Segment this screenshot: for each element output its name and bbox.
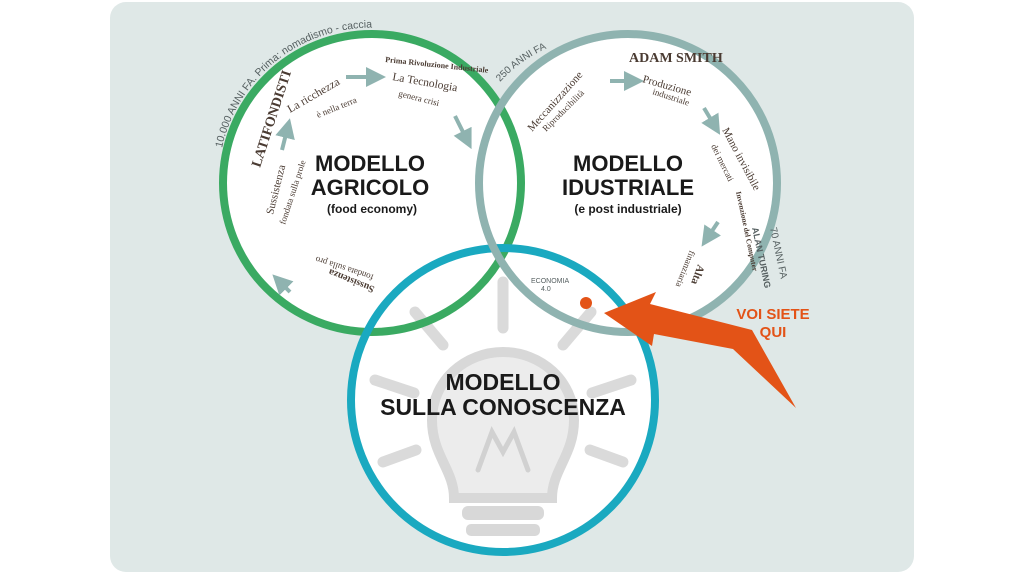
agricolo-ring <box>219 30 525 336</box>
industriale-title-2: IDUSTRIALE <box>562 175 694 200</box>
conoscenza-ring <box>347 244 659 556</box>
qui-label: QUI <box>760 324 787 341</box>
agricolo-subtitle: (food economy) <box>327 202 417 216</box>
position-dot <box>580 297 592 309</box>
industriale-ring <box>475 30 781 336</box>
industriale-subtitle: (e post industriale) <box>574 202 681 216</box>
industriale-title-1: MODELLO <box>573 151 683 176</box>
voi-siete-qui-arrow-icon <box>604 292 796 408</box>
agricolo-cycle-arrows <box>272 67 472 296</box>
agricolo-title-1: MODELLO <box>315 151 425 176</box>
lightbulb-icon <box>369 276 637 536</box>
agricolo-title-2: AGRICOLO <box>311 175 430 200</box>
conoscenza-title-1: MODELLO <box>446 369 561 395</box>
voi-siete-label: VOI SIETE <box>736 306 809 323</box>
adam-smith-label: ADAM SMITH <box>629 51 723 66</box>
economia-label-2: 4.0 <box>541 286 551 293</box>
economia-label-1: ECONOMIA <box>531 278 569 285</box>
industriale-cycle-arrows <box>610 71 721 247</box>
conoscenza-title-2: SULLA CONOSCENZA <box>380 394 626 420</box>
